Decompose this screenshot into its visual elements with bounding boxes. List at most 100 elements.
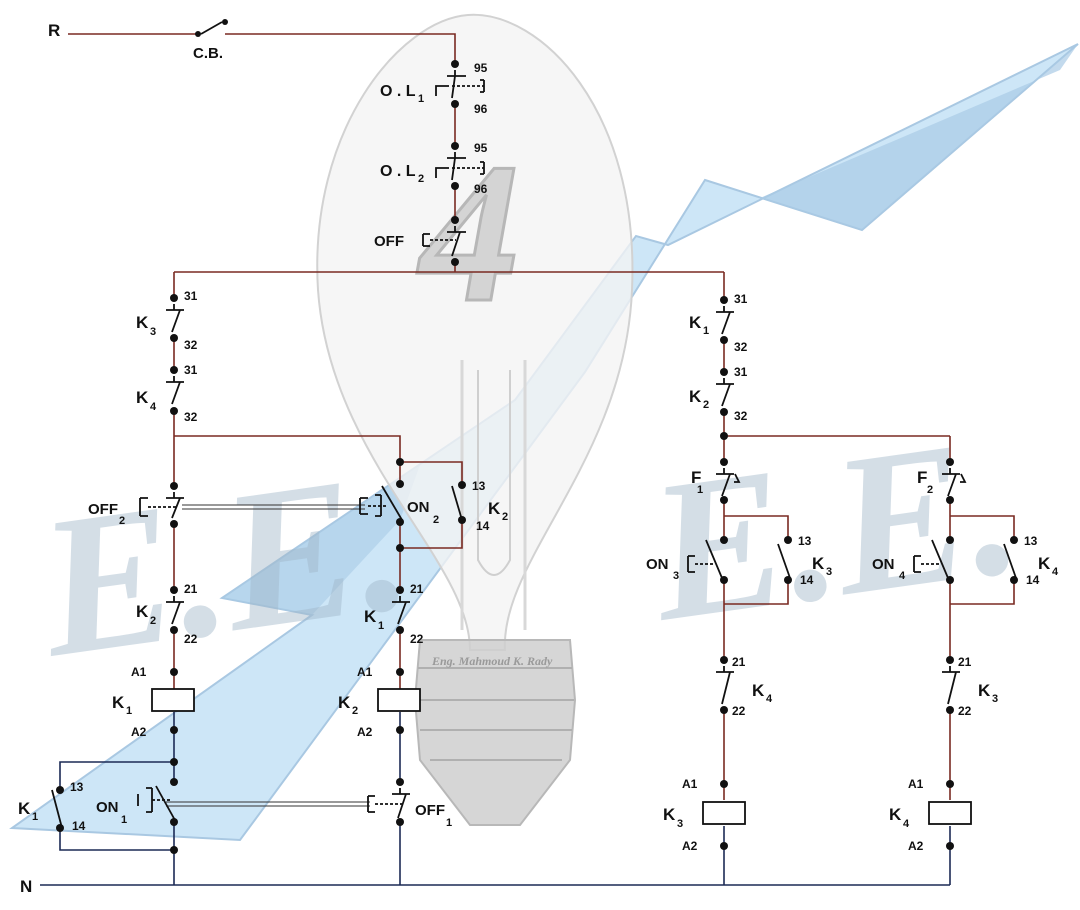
k1-nc-sub-mid: 1	[378, 620, 384, 632]
light-bulb-icon: Eng. Mahmoud K. Rady	[316, 13, 634, 826]
k2-hold-sub: 2	[502, 511, 508, 523]
k3-nc-bottom-left: 32	[184, 338, 198, 352]
lightning-bolt-icon	[9, 43, 1079, 842]
k2-hold-bottom: 14	[476, 519, 490, 533]
k1-coil-label: K	[112, 693, 125, 712]
k4-coil-a1: A1	[908, 777, 924, 791]
k4-nc-label-left: K	[136, 388, 149, 407]
on2-label: ON	[407, 499, 430, 516]
k1-nc-label-right: K	[689, 313, 702, 332]
on1-sub: 1	[121, 814, 127, 826]
k4-hold-label: K	[1038, 554, 1051, 573]
ol2-terminal-bottom: 96	[474, 182, 488, 196]
k3-coil-sub: 3	[677, 818, 683, 830]
background-watermark: Eng. Mahmoud K. Rady 4 E.E. E.E.	[9, 13, 1079, 842]
k3-coil-a1: A1	[682, 777, 698, 791]
k1-nc-top-right: 31	[734, 292, 748, 306]
ol2-contact	[447, 152, 466, 181]
k1-hold-top: 13	[70, 780, 84, 794]
k1-coil-a2: A2	[131, 725, 147, 739]
on4-sub: 4	[899, 570, 906, 582]
on2-sub: 2	[433, 514, 439, 526]
k1-nc-bottom-mid: 22	[410, 632, 424, 646]
k4-coil-sub: 4	[903, 818, 910, 830]
k4-hold-top: 13	[1024, 534, 1038, 548]
f2-sub: 2	[927, 484, 933, 496]
k4-coil-a2: A2	[908, 839, 924, 853]
f1-sub: 1	[697, 484, 703, 496]
f1-label: F	[691, 468, 701, 487]
breaker-label: C.B.	[193, 45, 223, 62]
k2-coil-label: K	[338, 693, 351, 712]
k3-nc-top-right: 21	[958, 655, 972, 669]
neutral-label: N	[20, 877, 32, 896]
k4-nc-top-right: 21	[732, 655, 746, 669]
off2-sub: 2	[119, 515, 125, 527]
k1-nc-sub-right: 1	[703, 325, 709, 337]
k1-nc-bottom-right: 32	[734, 340, 748, 354]
coil-k1	[151, 688, 195, 712]
on3-label: ON	[646, 556, 669, 573]
k2-nc-sub-left: 2	[150, 615, 156, 627]
k4-nc-sub-right: 4	[766, 693, 773, 705]
main-off-contact	[447, 226, 466, 257]
k4-nc-bottom-right: 22	[732, 704, 746, 718]
k3-coil-a2: A2	[682, 839, 698, 853]
off1-sub: 1	[446, 817, 452, 829]
k4-hold-sub: 4	[1052, 566, 1059, 578]
main-off-label: OFF	[374, 233, 404, 250]
k2-coil-sub: 2	[352, 705, 358, 717]
on1-label: ON	[96, 799, 119, 816]
k3-nc-sub-right: 3	[992, 693, 998, 705]
circuit-breaker-contact	[200, 21, 223, 35]
ol1-terminal-top: 95	[474, 61, 488, 75]
coil-k3	[702, 801, 746, 825]
k1-hold-label: K	[18, 799, 31, 818]
watermark-number: 4	[416, 123, 520, 344]
off2-label: OFF	[88, 501, 118, 518]
k3-coil-label: K	[663, 805, 676, 824]
k3-nc-label-left: K	[136, 313, 149, 332]
k2-coil-a2: A2	[357, 725, 373, 739]
k2-nc-bottom-right: 32	[734, 409, 748, 423]
ol1-label: O . L	[380, 83, 416, 100]
on4-label: ON	[872, 556, 895, 573]
k2-coil-a1: A1	[357, 665, 373, 679]
off1-label: OFF	[415, 802, 445, 819]
watermark-right-text: E.E.	[636, 394, 1032, 664]
ol1-terminal-bottom: 96	[474, 102, 488, 116]
contact-symbols	[51, 21, 1017, 829]
k2-hold-top: 13	[472, 479, 486, 493]
coil-symbols	[151, 688, 972, 825]
k3-hold-top: 13	[798, 534, 812, 548]
k1-coil-a1: A1	[131, 665, 147, 679]
k2-nc-top-right: 31	[734, 365, 748, 379]
ol2-sub: 2	[418, 173, 424, 185]
ol1-contact	[447, 70, 466, 99]
k3-nc-bottom-right: 22	[958, 704, 972, 718]
k3-nc-sub-left: 3	[150, 326, 156, 338]
coil-k4	[928, 801, 972, 825]
signature-text: Eng. Mahmoud K. Rady	[431, 654, 553, 668]
terminal-dots	[56, 19, 1018, 854]
on3-sub: 3	[673, 570, 679, 582]
k1-coil-sub: 1	[126, 705, 132, 717]
k4-coil-label: K	[889, 805, 902, 824]
ol2-label: O . L	[380, 163, 416, 180]
phase-label: R	[48, 21, 60, 40]
labels: R N C.B. 95 96 O . L 1 95 96 O . L 2 OFF…	[18, 21, 1059, 896]
watermark-left-text: E.E.	[26, 430, 422, 700]
coil-k2	[377, 688, 421, 712]
k1-nc-label-mid: K	[364, 607, 377, 626]
k4-nc-sub-left: 4	[150, 401, 157, 413]
phase-wiring	[68, 33, 1015, 800]
k3-hold-bottom: 14	[800, 573, 814, 587]
k2-hold-label: K	[488, 499, 501, 518]
f2-label: F	[917, 468, 927, 487]
k3-hold-label: K	[812, 554, 825, 573]
k4-nc-top-left: 31	[184, 363, 198, 377]
k2-nc-bottom-left: 22	[184, 632, 198, 646]
k2-nc-label-right: K	[689, 387, 702, 406]
